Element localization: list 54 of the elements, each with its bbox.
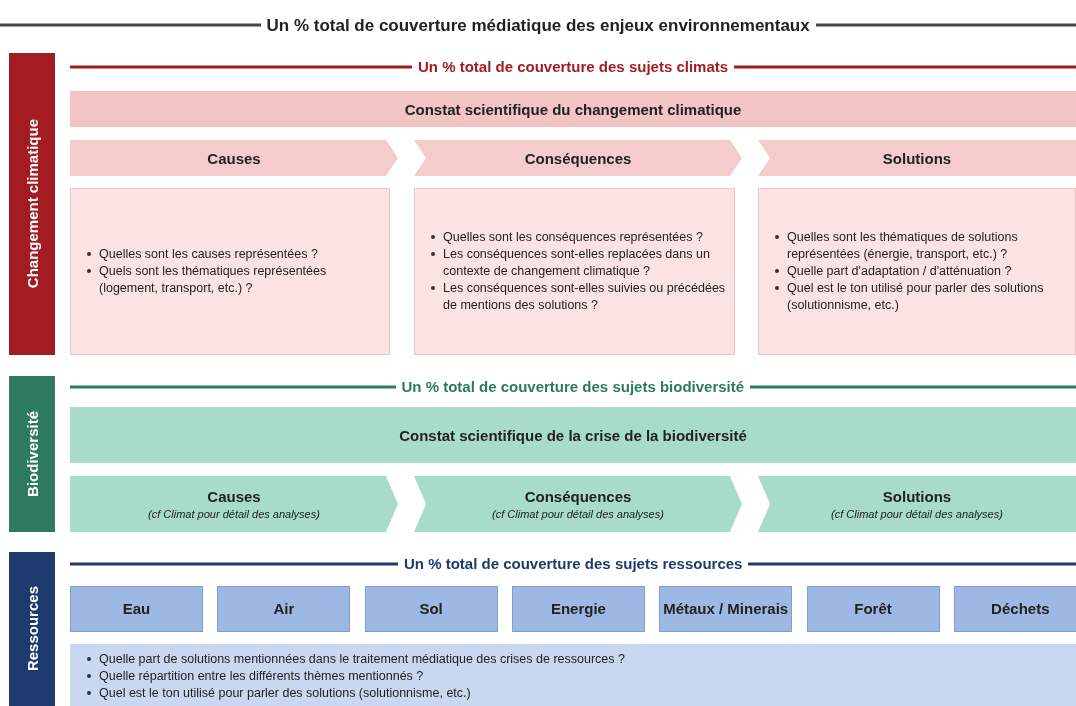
resource-box: [217, 586, 351, 632]
question-box: [70, 644, 1076, 706]
question-text: Quel est le ton utilisé pour parler des solutions (solutionnisme, etc.): [787, 280, 1044, 312]
question-box: [414, 188, 735, 355]
chevron-shape: [70, 140, 398, 176]
chevron-shape: [414, 140, 742, 176]
resource-label: Sol: [419, 599, 443, 619]
resource-label: Forêt: [854, 599, 892, 619]
chevron-title: Conséquences: [524, 488, 632, 505]
section-side-bar: [9, 376, 55, 532]
question-box: [758, 188, 1076, 355]
resource-label: Energie: [550, 599, 606, 619]
section-title: Changement climatique: [23, 119, 41, 289]
section-title: Biodiversité: [23, 411, 41, 497]
section-title: Ressources: [23, 586, 41, 672]
resource-label: Déchets: [991, 599, 1050, 619]
resource-label: Air: [273, 599, 295, 619]
chevron-note: (cf Climat pour détail des analyses): [148, 508, 320, 520]
question-text: Quel est le ton utilisé pour parler des solutions (solutionnisme, etc.): [99, 685, 471, 700]
chevron-title: Solutions: [882, 149, 952, 167]
resource-box: [511, 586, 645, 632]
resource-box: [659, 586, 793, 632]
finding-band: [70, 91, 1076, 127]
question-text: Quels sont les thématiques représentées (logement, transport, etc.) ?: [99, 264, 327, 295]
chevron-shape: [758, 476, 1076, 532]
question-text: Quelle part d'adaptation / d'atténuation ?: [787, 264, 1012, 279]
question-box: [70, 188, 390, 355]
chevron-shape: [414, 476, 742, 532]
question-text: Quelle répartition entre les différents thèmes mentionnés ?: [99, 668, 424, 683]
section-side-bar: [9, 53, 55, 355]
chevron-note: (cf Climat pour détail des analyses): [831, 508, 1003, 520]
question-text: Quelles sont les causes représentées ?: [99, 247, 318, 262]
section-side-bar: [9, 552, 55, 706]
chevron-title: Solutions: [882, 488, 952, 505]
question-text: Les conséquences sont-elles suivies ou précédées de mentions des solutions ?: [443, 280, 726, 312]
chevron-shape: [758, 140, 1076, 176]
question-text: Quelles sont les thématiques de solutions représentées (énergie, transport, etc.) ?: [787, 230, 1018, 262]
resource-box: [70, 586, 203, 632]
chevron-title: Causes: [207, 488, 261, 505]
chevron-title: Causes: [207, 149, 261, 167]
chevron-note: (cf Climat pour détail des analyses): [492, 508, 664, 520]
resource-box: [364, 586, 498, 632]
resource-box: [806, 586, 940, 632]
finding-band: [70, 407, 1076, 463]
question-text: Les conséquences sont-elles replacées dans un contexte de changement climatique ?: [443, 247, 710, 279]
band-title: Constat scientifique du changement climatique: [404, 100, 742, 118]
question-text: Quelles sont les conséquences représentées ?: [443, 230, 703, 245]
chevron-title: Conséquences: [524, 149, 632, 167]
resource-label: Eau: [122, 599, 151, 619]
question-text: Quelle part de solutions mentionnées dans le traitement médiatique des crises de ressources ?: [99, 652, 625, 666]
band-title: Constat scientifique de la crise de la biodiversité: [399, 426, 747, 444]
resource-label: Métaux / Minerais: [663, 599, 789, 619]
resource-box: [953, 586, 1076, 632]
chevron-shape: [70, 476, 398, 532]
